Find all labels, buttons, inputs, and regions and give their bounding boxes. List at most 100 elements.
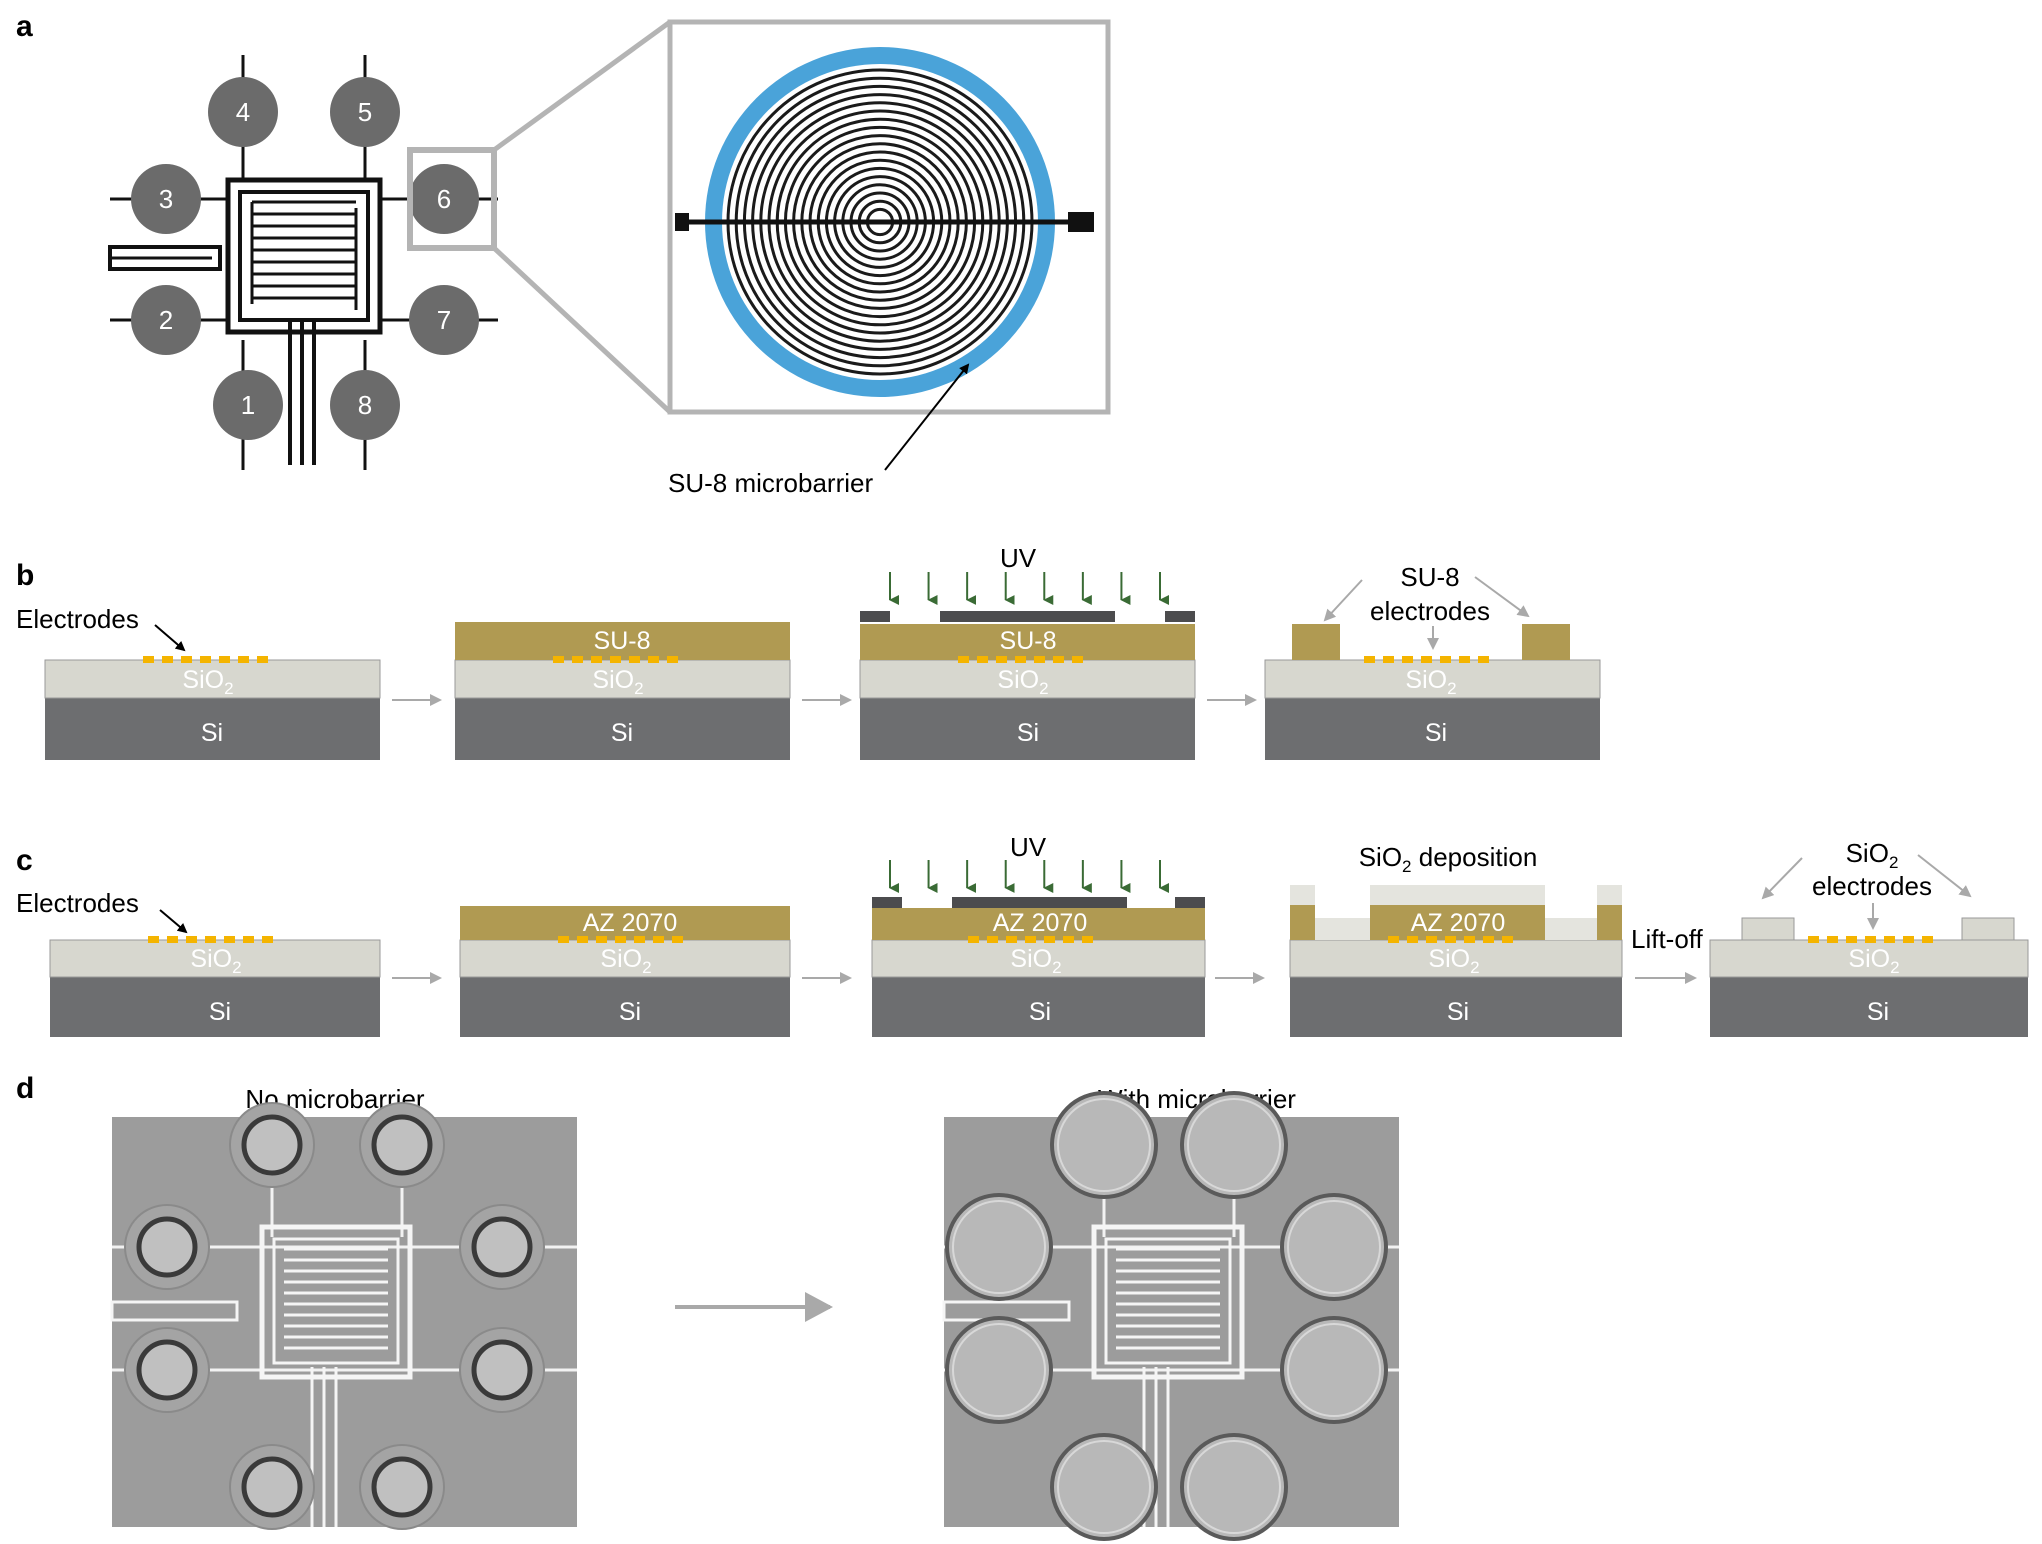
barrier-well-rim: [1187, 1440, 1281, 1534]
pad-2: 2: [131, 285, 201, 355]
pad-label: 5: [358, 97, 372, 127]
step-c5: SiO2 electrodes Si SiO2: [1709, 838, 2029, 1037]
electrode-dot: [553, 656, 564, 663]
su8-label: SU-8: [1000, 627, 1057, 655]
barrier-well-rim: [1057, 1440, 1151, 1534]
barrier-well: [1180, 1433, 1288, 1541]
panel-letter-c: c: [16, 844, 33, 877]
su8-layer: [860, 624, 1195, 660]
pad-7: 7: [409, 285, 479, 355]
sio2-text: SiO: [1848, 945, 1890, 973]
electrode-dot: [1440, 656, 1451, 663]
electrode-dot: [181, 656, 192, 663]
sio2-layer: [1289, 939, 1623, 978]
photo-interdigit: [284, 1247, 388, 1350]
sio2-label: SiO2: [1428, 945, 1479, 977]
si-layer: [1265, 698, 1600, 760]
electrode-dot: [257, 656, 268, 663]
electrode-dot: [224, 936, 235, 943]
electrode-dot: [629, 656, 640, 663]
process-row-c: Si SiO2 Si SiO2 AZ 2070 UV Si SiO2: [49, 832, 2029, 1037]
interdigitated-electrode: [250, 200, 358, 310]
pad-label: 3: [159, 184, 173, 214]
sio2-layer: [49, 939, 381, 978]
electrode-dot: [186, 936, 197, 943]
step-c4: SiO2 deposition Si SiO2 AZ 2070: [1289, 842, 1623, 1037]
droplet-well: [471, 1216, 533, 1278]
electrode-dot: [200, 656, 211, 663]
electrode-dot: [1383, 656, 1394, 663]
si-label: Si: [1029, 998, 1051, 1026]
uv-label: UV: [1010, 832, 1047, 862]
si-label: Si: [1425, 719, 1447, 747]
sio2-label: SiO2: [1405, 666, 1456, 698]
sio2-text: SiO: [1428, 945, 1470, 973]
electrodes-pointer: [159, 909, 188, 934]
photo-center-inner: [272, 1237, 400, 1365]
step-c1: Si SiO2: [49, 936, 381, 1037]
pad-8: 8: [330, 370, 400, 440]
electrode-dot: [1884, 936, 1895, 943]
electrode-dot: [577, 936, 588, 943]
interdigit-lines: [252, 200, 356, 300]
electrode-dot: [987, 936, 998, 943]
step-b1: Si SiO2: [44, 656, 381, 760]
electrode-dot: [591, 656, 602, 663]
si-label: Si: [1867, 998, 1889, 1026]
panel-letter-b: b: [16, 559, 34, 592]
electrode-dot: [1407, 936, 1418, 943]
step-b2: Si SiO2 SU-8: [454, 622, 791, 760]
pad-6: 6: [409, 164, 479, 234]
contact-right: [1068, 212, 1094, 232]
mask: [940, 611, 1115, 622]
electrode-array: [148, 936, 273, 943]
su8-label: SU-8: [594, 627, 651, 655]
electrode-dot: [1364, 656, 1375, 663]
mask: [872, 897, 902, 908]
az2070-label: AZ 2070: [993, 909, 1088, 937]
pad-label: 2: [159, 305, 173, 335]
micrograph-with-microbarrier: [942, 1091, 1399, 1541]
electrode-dot: [634, 936, 645, 943]
barrier-well-rim: [1057, 1098, 1151, 1192]
mask: [952, 897, 1127, 908]
droplet-well: [241, 1114, 303, 1176]
droplet-well: [371, 1456, 433, 1518]
sio2-sub: 2: [1052, 958, 1061, 977]
pad-label: 1: [241, 390, 255, 420]
electrode-dot: [1903, 936, 1914, 943]
sio2-label: SiO2: [1010, 945, 1061, 977]
zoom-line: [492, 246, 672, 414]
sio2-text: SiO: [1405, 666, 1447, 694]
sio2-label: SiO2: [190, 945, 241, 977]
pad-label: 4: [236, 97, 250, 127]
electrode-dot: [1063, 936, 1074, 943]
electrode-dot: [648, 656, 659, 663]
si-label: Si: [201, 719, 223, 747]
panel-letter-a: a: [16, 10, 33, 43]
electrode-array: [143, 656, 268, 663]
contact-left: [675, 213, 689, 231]
annotation-arrow: [884, 363, 970, 471]
droplet-well: [136, 1216, 198, 1278]
sio2-text: SiO: [190, 945, 232, 973]
si-label: Si: [611, 719, 633, 747]
sio2-label: SiO2: [997, 666, 1048, 698]
pad-label: 8: [358, 390, 372, 420]
interdigit-busbars: [250, 202, 358, 310]
electrode-dot: [610, 656, 621, 663]
electrode-dot: [958, 656, 969, 663]
sio2-layer: [859, 659, 1196, 699]
electrode-dot: [1827, 936, 1838, 943]
sio2-deposit: [1315, 918, 1370, 940]
droplet-well: [241, 1456, 303, 1518]
electrode-dot: [1808, 936, 1819, 943]
pointer-arrow: [1474, 576, 1530, 618]
uv-label: UV: [1000, 543, 1037, 573]
electrode-pads: 4 5 3 6 2 7 1 8: [131, 77, 479, 440]
su8-layer: [455, 622, 790, 660]
electrode-dot: [1846, 936, 1857, 943]
barrier-well: [1280, 1316, 1388, 1424]
step-c2: Si SiO2 AZ 2070: [459, 906, 791, 1037]
sio2-label: SiO2: [1848, 945, 1899, 977]
